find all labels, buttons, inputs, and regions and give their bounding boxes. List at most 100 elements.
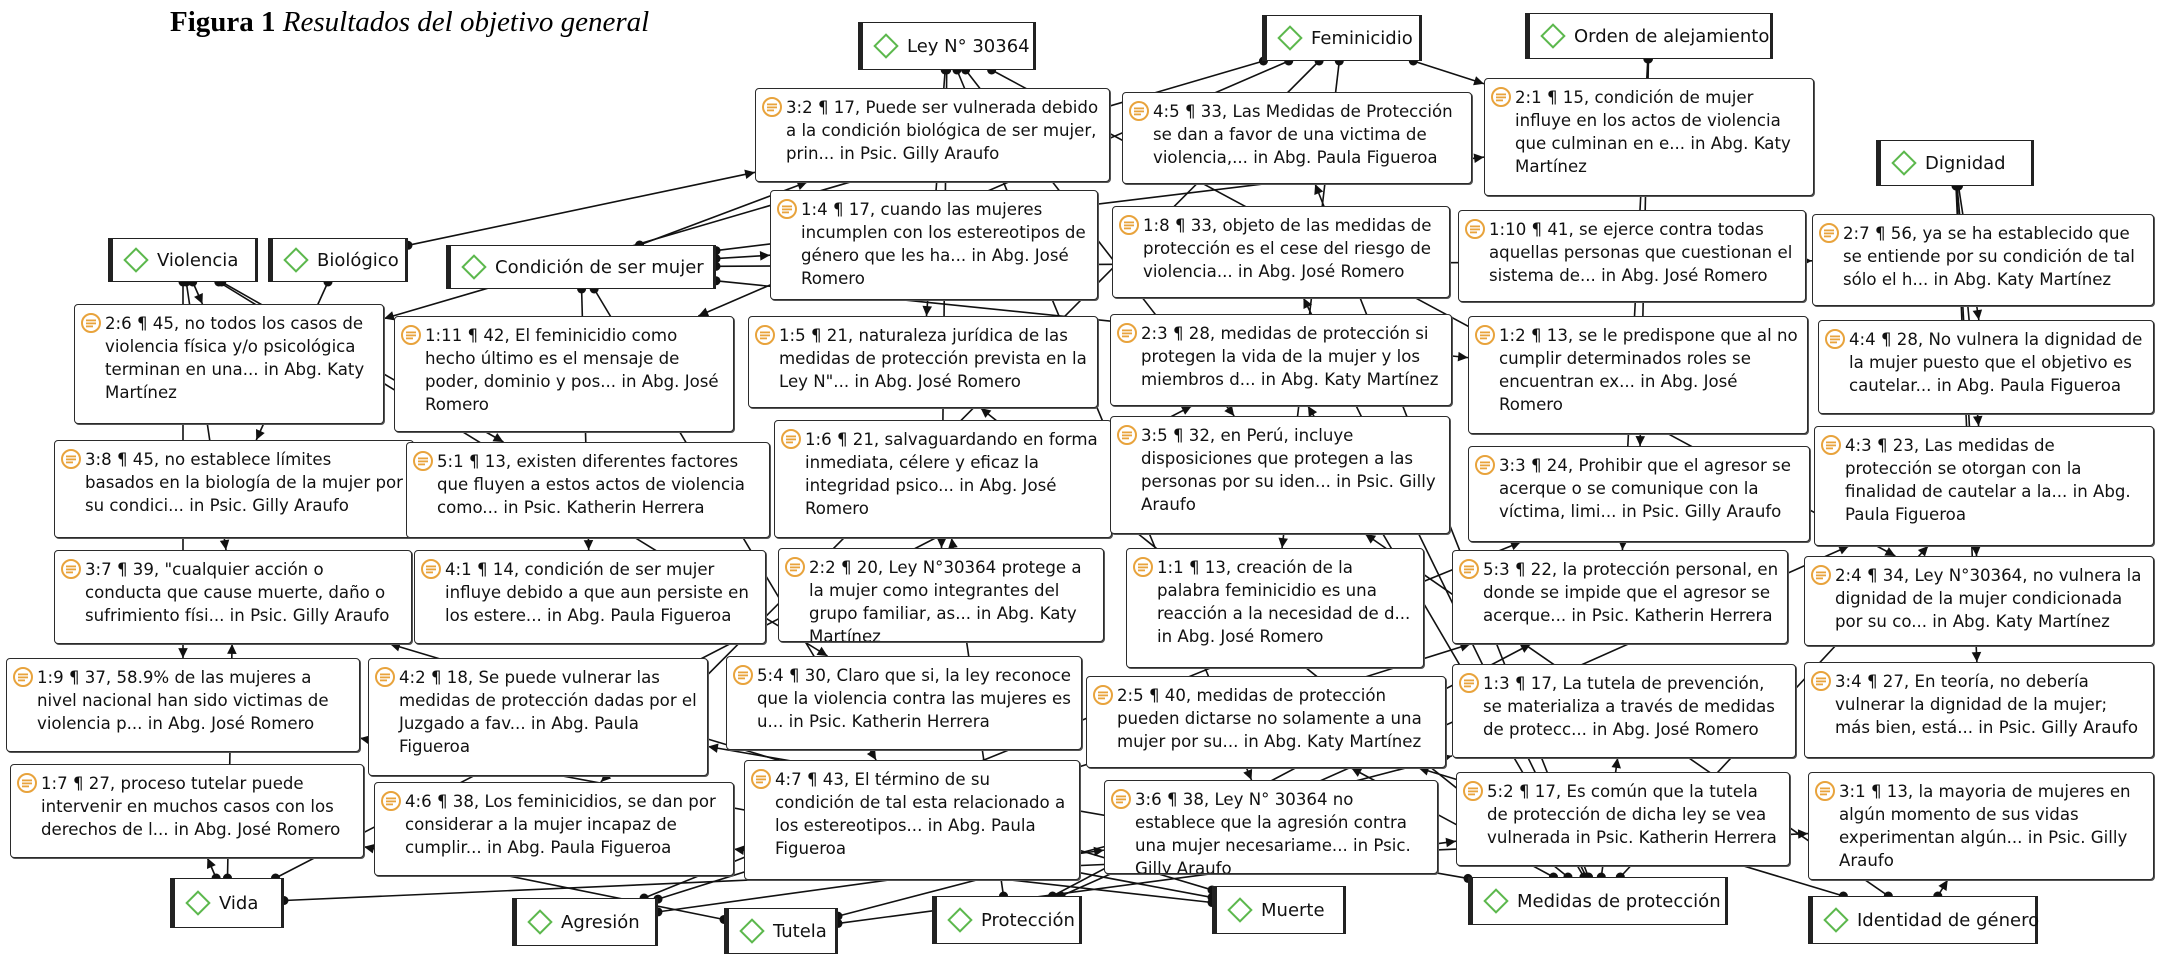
code-label: Agresión (561, 911, 640, 933)
quote-node[interactable]: 4:1 ¶ 14, condición de ser mujer influye… (414, 550, 766, 644)
quote-icon (1491, 87, 1511, 107)
quote-node[interactable]: 1:5 ¶ 21, naturaleza jurídica de las med… (748, 316, 1098, 408)
code-node-tutela[interactable]: Tutela (724, 908, 838, 954)
quote-node[interactable]: 1:9 ¶ 37, 58.9% de las mujeres a nivel n… (6, 658, 360, 752)
quote-node[interactable]: 3:7 ¶ 39, "cualquier acción o conducta q… (54, 550, 412, 644)
figure-title: Resultados del objetivo general (282, 6, 650, 38)
quote-node[interactable]: 1:1 ¶ 13, creación de la palabra feminic… (1126, 548, 1424, 668)
link-arrowhead (390, 642, 401, 652)
link-arrowhead (922, 305, 933, 316)
quote-node[interactable]: 1:4 ¶ 17, cuando las mujeres incumplen c… (770, 190, 1098, 300)
link-arrowhead (227, 644, 237, 654)
link-arrowhead (1459, 642, 1471, 652)
quote-node[interactable]: 1:3 ¶ 17, La tutela de prevención, se ma… (1452, 664, 1796, 758)
quote-icon (1093, 685, 1113, 705)
code-node-condicion-de-ser-mujer[interactable]: Condición de ser mujer (446, 245, 716, 289)
quote-icon (1129, 101, 1149, 121)
link-arrowhead (583, 539, 594, 550)
link-arrowhead (1971, 545, 1981, 556)
quote-icon (785, 557, 805, 577)
code-node-biologico[interactable]: Biológico (268, 238, 408, 282)
quote-icon (1117, 323, 1137, 343)
quote-icon (1475, 325, 1495, 345)
quote-node[interactable]: 2:4 ¶ 34, Ley N°30364, no vulnera la dig… (1804, 556, 2154, 646)
code-node-feminicidio[interactable]: Feminicidio (1262, 15, 1422, 61)
quote-icon (81, 313, 101, 333)
quote-node[interactable]: 3:3 ¶ 24, Prohibir que el agresor se ace… (1468, 446, 1810, 542)
code-label: Vida (219, 892, 259, 914)
quote-node[interactable]: 4:5 ¶ 33, Las Medidas de Protección se d… (1122, 92, 1472, 184)
quote-node[interactable]: 4:7 ¶ 43, El término de su condición de … (744, 760, 1080, 880)
code-node-muerte[interactable]: Muerte (1212, 886, 1346, 934)
quote-icon (1133, 557, 1153, 577)
code-diamond-icon (1540, 23, 1566, 49)
link-arrowhead (936, 538, 947, 548)
quote-node[interactable]: 3:8 ¶ 45, no establece límites basados e… (54, 440, 414, 538)
code-diamond-icon (1483, 888, 1509, 914)
code-node-violencia[interactable]: Violencia (108, 238, 258, 282)
quote-node[interactable]: 1:7 ¶ 27, proceso tutelar puede interven… (10, 764, 364, 858)
quote-node[interactable]: 2:7 ¶ 56, ya se ha establecido que se en… (1812, 214, 2154, 306)
code-diamond-icon (1277, 25, 1303, 51)
quote-node[interactable]: 4:4 ¶ 28, No vulnera la dignidad de la m… (1818, 320, 2154, 414)
link-arrowhead (1837, 545, 1849, 555)
quote-node[interactable]: 5:1 ¶ 13, existen diferentes factores qu… (406, 442, 770, 538)
code-node-agresion[interactable]: Agresión (512, 898, 658, 946)
code-label: Tutela (773, 920, 827, 942)
quote-node[interactable]: 4:6 ¶ 38, Los feminicidios, se dan por c… (374, 782, 734, 876)
quote-icon (755, 325, 775, 345)
quote-node[interactable]: 2:1 ¶ 15, condición de mujer influye en … (1484, 78, 1814, 196)
code-node-ley-30364[interactable]: Ley N° 30364 (858, 22, 1036, 70)
quote-node[interactable]: 3:4 ¶ 27, En teoría, no debería vulnerar… (1804, 662, 2154, 758)
code-node-identidad-de-genero[interactable]: Identidad de género (1808, 896, 2040, 944)
figure-label: Figura 1 (170, 6, 276, 38)
quote-node[interactable]: 4:3 ¶ 23, Las medidas de protección se o… (1814, 426, 2154, 546)
link-arrowhead (698, 307, 710, 317)
quote-node[interactable]: 1:2 ¶ 13, se le predispone que al no cum… (1468, 316, 1808, 434)
quote-node[interactable]: 5:3 ¶ 22, la protección personal, en don… (1452, 550, 1788, 644)
quote-node[interactable]: 5:2 ¶ 17, Es común que la tutela de prot… (1456, 772, 1790, 866)
link-arrowhead (600, 771, 612, 782)
quote-icon (733, 665, 753, 685)
code-node-medidas-de-proteccion[interactable]: Medidas de protección (1468, 877, 1728, 925)
code-label: Ley N° 30364 (907, 35, 1030, 57)
quote-icon (61, 449, 81, 469)
quote-node[interactable]: 1:11 ¶ 42, El feminicidio como hecho últ… (394, 316, 734, 432)
quote-node[interactable]: 4:2 ¶ 18, Se puede vulnerar las medidas … (368, 658, 708, 776)
link-arrowhead (744, 169, 755, 180)
quote-node[interactable]: 2:5 ¶ 40, medidas de protección pueden d… (1086, 676, 1446, 768)
quote-node[interactable]: 5:4 ¶ 30, Claro que si, la ley reconoce … (726, 656, 1082, 750)
code-node-proteccion[interactable]: Protección (932, 896, 1082, 944)
link-arrowhead (796, 181, 808, 190)
quote-icon (1815, 781, 1835, 801)
link-arrowhead (178, 648, 188, 658)
link-arrowhead (1618, 539, 1628, 550)
quote-node[interactable]: 1:10 ¶ 41, se ejerce contra todas aquell… (1458, 210, 1806, 302)
code-diamond-icon (185, 890, 211, 916)
quote-icon (1811, 671, 1831, 691)
quote-node[interactable]: 3:5 ¶ 32, en Perú, incluye disposiciones… (1110, 416, 1450, 534)
link-arrowhead (1278, 537, 1288, 548)
quote-node[interactable]: 1:6 ¶ 21, salvaguardando en forma inmedi… (774, 420, 1112, 538)
quote-icon (17, 773, 37, 793)
quote-icon (1119, 215, 1139, 235)
quote-node[interactable]: 1:8 ¶ 33, objeto de las medidas de prote… (1112, 206, 1450, 298)
code-node-orden-de-alejamiento[interactable]: Orden de alejamiento (1525, 13, 1773, 59)
code-label: Identidad de género (1857, 909, 2040, 931)
quote-icon (381, 791, 401, 811)
link-arrowhead (1938, 880, 1948, 891)
code-label: Biológico (317, 249, 399, 271)
quote-icon (1111, 789, 1131, 809)
quote-node[interactable]: 3:6 ¶ 38, Ley N° 30364 no establece que … (1104, 780, 1438, 874)
quote-node[interactable]: 2:2 ¶ 20, Ley N°30364 protege a la mujer… (778, 548, 1104, 642)
quote-node[interactable]: 3:1 ¶ 13, la mayoria de mujeres en algún… (1808, 772, 2154, 880)
quote-icon (1463, 781, 1483, 801)
code-node-vida[interactable]: Vida (170, 878, 284, 928)
link-arrowhead (1884, 547, 1896, 556)
code-node-dignidad[interactable]: Dignidad (1876, 140, 2034, 186)
quote-node[interactable]: 3:2 ¶ 17, Puede ser vulnerada debido a l… (755, 88, 1110, 182)
link-arrowhead (1351, 768, 1363, 777)
quote-node[interactable]: 2:6 ¶ 45, no todos los casos de violenci… (74, 304, 384, 424)
quote-icon (1821, 435, 1841, 455)
quote-node[interactable]: 2:3 ¶ 28, medidas de protección si prote… (1110, 314, 1452, 406)
